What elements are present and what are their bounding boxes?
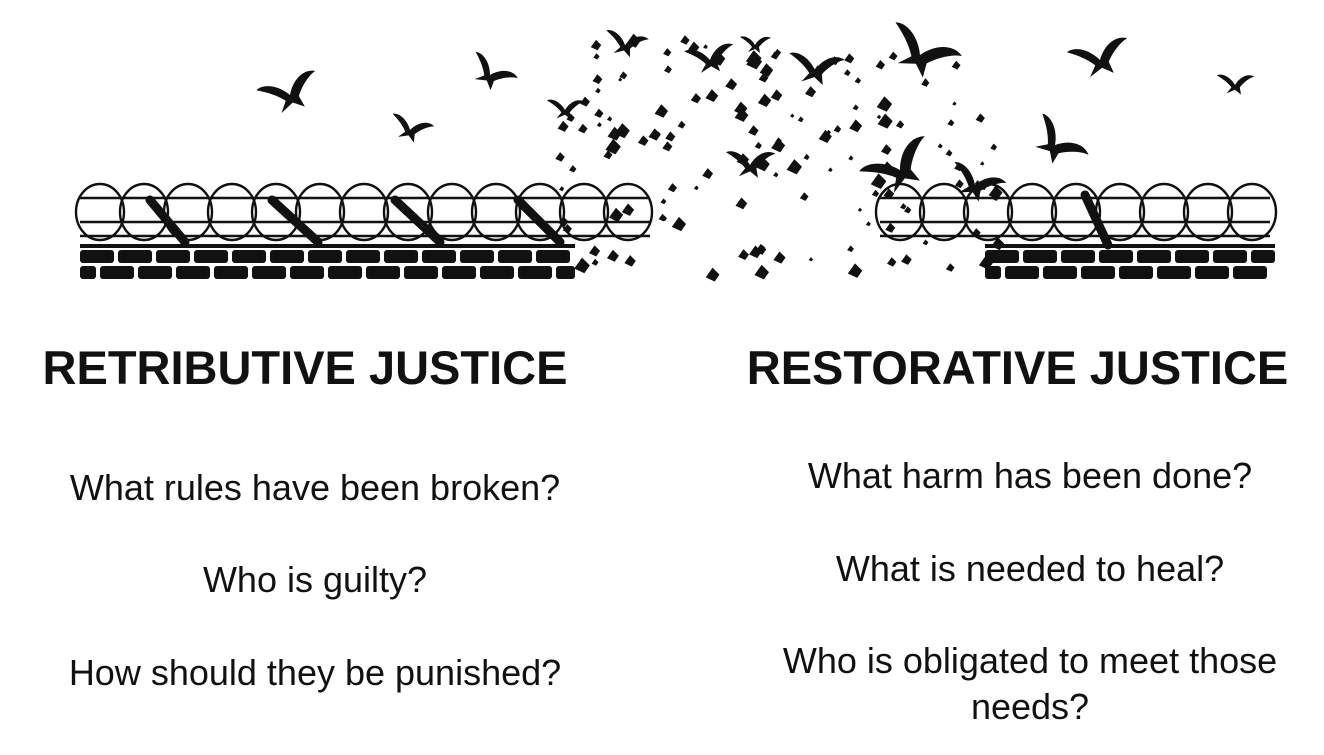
flying-debris	[555, 33, 1005, 282]
fence-posts	[145, 190, 1113, 250]
retributive-justice-heading: RETRIBUTIVE JUSTICE	[42, 341, 568, 394]
brick-wall-right	[985, 244, 1275, 279]
retributive-question-2: Who is guilty?	[202, 559, 428, 600]
restorative-question-1: What harm has been done?	[807, 455, 1253, 496]
broken-wall-birds-illustration	[74, 22, 1278, 282]
bird-silhouettes	[256, 22, 1255, 202]
brick-wall-left	[80, 244, 575, 279]
restorative-question-2: What is needed to heal?	[835, 548, 1225, 589]
restorative-justice-heading: RESTORATIVE JUSTICE	[746, 341, 1289, 394]
retributive-question-3: How should they be punished?	[68, 652, 562, 693]
retributive-question-1: What rules have been broken?	[69, 467, 561, 508]
restorative-question-3: Who is obligated to meet those needs?	[782, 640, 1278, 727]
